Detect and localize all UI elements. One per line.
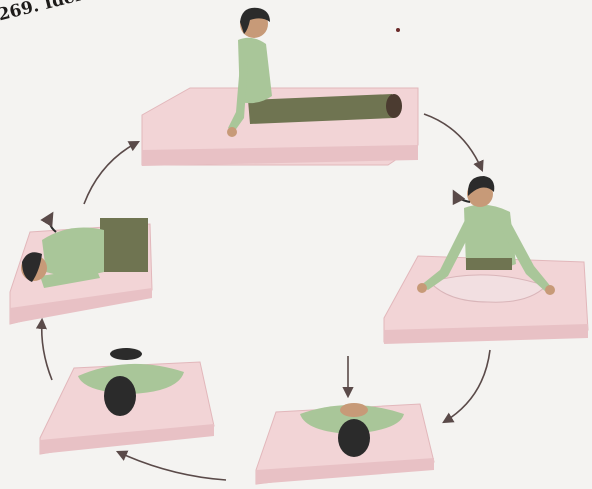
neck xyxy=(340,403,368,417)
pose-sitting-legs-extended xyxy=(142,8,418,166)
pose-sitting-cross-legged xyxy=(384,176,588,344)
legs xyxy=(100,218,148,272)
arrow-top-to-right xyxy=(424,114,482,170)
feet xyxy=(386,94,402,118)
speck xyxy=(396,28,400,32)
head xyxy=(338,419,370,457)
pose-lying-prone-head-down xyxy=(40,348,214,454)
arrow-side-to-top xyxy=(84,142,138,204)
waist xyxy=(466,258,512,270)
pose-lying-prone-arms-spread xyxy=(256,403,434,484)
arrow-left-up xyxy=(42,320,52,380)
hand xyxy=(227,127,237,137)
head xyxy=(104,376,136,416)
pose-lying-on-side xyxy=(10,214,152,324)
right-hand xyxy=(545,285,555,295)
roll-arrow xyxy=(50,214,56,232)
hair-back xyxy=(110,348,142,360)
arrow-bottom-to-left xyxy=(118,452,226,480)
left-hand xyxy=(417,283,427,293)
arrow-right-to-bottom xyxy=(444,350,490,422)
